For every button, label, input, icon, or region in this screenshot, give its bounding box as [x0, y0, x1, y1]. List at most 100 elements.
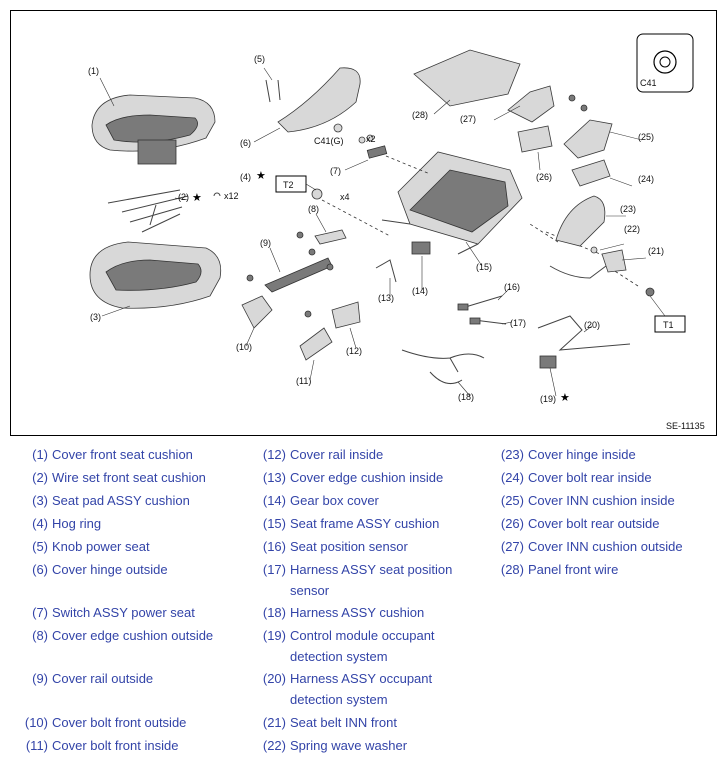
- callout-leaders: [99, 67, 647, 397]
- harness-assy-seat-position-sensor: [469, 317, 507, 325]
- legend-item: (3)Seat pad ASSY cushion: [32, 493, 190, 508]
- torque-t1: T1: [654, 315, 686, 333]
- clip-c41: [333, 123, 374, 144]
- callout-5: (5): [254, 54, 265, 64]
- callout-24: (24): [638, 174, 654, 184]
- callout-22: (22): [624, 224, 640, 234]
- cover-rail-inside: [331, 301, 361, 329]
- legend-item: (27)Cover INN cushion outside: [500, 539, 683, 554]
- callout-9: (9): [260, 238, 271, 248]
- legend-item: (26)Cover bolt rear outside: [500, 516, 660, 531]
- cover-inn-cushion-inside: [563, 119, 613, 159]
- star-mark-19: ★: [560, 392, 570, 404]
- cover-edge-cushion-outside: [314, 229, 347, 245]
- assembly-lines: [321, 155, 639, 287]
- hog-ring: [213, 192, 221, 197]
- seat-position-sensor: [457, 295, 503, 311]
- callout-17: (17): [510, 318, 526, 328]
- legend-item: (8)Cover edge cushion outside: [32, 628, 214, 643]
- callout-14: (14): [412, 286, 428, 296]
- inset-label: C41: [640, 78, 657, 88]
- legend-item: (22)Spring wave washer: [262, 738, 408, 753]
- seat-pad-assy-cushion: [89, 241, 222, 309]
- legend-item: (12)Cover rail inside: [262, 447, 384, 462]
- legend-item: (2)Wire set front seat cushion: [32, 470, 206, 485]
- wire-set-front-seat-cushion: [107, 189, 189, 233]
- figure-code: SE-11135: [666, 421, 705, 431]
- harness-assy-occupant-detection-system: [537, 315, 631, 351]
- callout-15: (15): [476, 262, 492, 272]
- callout-1: (1): [88, 66, 99, 76]
- legend-item: (19)Control module occupant detection sy…: [262, 628, 435, 664]
- clip-reference: C41(G): [314, 136, 344, 146]
- torque-t2: T2: [275, 175, 307, 193]
- cover-hinge-outside: [277, 67, 361, 133]
- legend-item: (28)Panel front wire: [500, 562, 619, 577]
- legend-item: (6)Cover hinge outside: [32, 562, 168, 577]
- cover-edge-cushion-inside: [375, 259, 397, 283]
- star-mark-2: ★: [192, 192, 202, 204]
- legend-item: (21)Seat belt INN front: [262, 715, 397, 730]
- callout-6: (6): [240, 138, 251, 148]
- legend-item: (9)Cover rail outside: [32, 671, 154, 686]
- legend-item: (20)Harness ASSY occupant detection syst…: [262, 671, 433, 707]
- bolts: [246, 188, 334, 318]
- qty-hog-ring: x12: [224, 191, 239, 201]
- callout-10: (10): [236, 342, 252, 352]
- svg-text:T2: T2: [283, 180, 294, 190]
- callout-28: (28): [412, 110, 428, 120]
- legend-item: (1)Cover front seat cushion: [32, 447, 193, 462]
- legend-item: (7)Switch ASSY power seat: [32, 605, 195, 620]
- legend-item: (4)Hog ring: [32, 516, 102, 531]
- seat-belt-inn-front: [549, 249, 627, 279]
- qty-clip: x2: [366, 134, 376, 144]
- callout-16: (16): [504, 282, 520, 292]
- callout-20: (20): [584, 320, 600, 330]
- cover-hinge-inside: [555, 195, 606, 247]
- legend-item: (14)Gear box cover: [262, 493, 379, 508]
- callout-25: (25): [638, 132, 654, 142]
- bolt-t1: [645, 287, 655, 297]
- harness-assy-cushion: [401, 349, 485, 385]
- legend-item: (17)Harness ASSY seat position sensor: [262, 562, 453, 598]
- bolt-rear-2: [580, 104, 588, 112]
- legend-item: (16)Seat position sensor: [262, 539, 408, 554]
- diagram-frame: [10, 10, 717, 436]
- callout-19: (19): [540, 394, 556, 404]
- switch-assy-power-seat: [366, 145, 388, 159]
- callout-7: (7): [330, 166, 341, 176]
- cover-front-seat-cushion: [91, 94, 216, 165]
- callout-12: (12): [346, 346, 362, 356]
- legend-item: (5)Knob power seat: [32, 539, 150, 554]
- panel-front-wire: [413, 49, 521, 107]
- legend-item: (25)Cover INN cushion inside: [500, 493, 675, 508]
- callout-13: (13): [378, 293, 394, 303]
- gear-box-cover: [411, 241, 431, 255]
- callout-2: (2): [178, 192, 189, 202]
- callout-26: (26): [536, 172, 552, 182]
- cover-bolt-rear-inside: [571, 159, 611, 187]
- callout-23: (23): [620, 204, 636, 214]
- callout-21: (21): [648, 246, 664, 256]
- legend-item: (10)Cover bolt front outside: [24, 715, 187, 730]
- callout-8: (8): [308, 204, 319, 214]
- cover-inn-cushion-outside: [507, 85, 555, 123]
- knob-power-seat: [265, 79, 281, 103]
- cover-bolt-front-outside: [241, 295, 273, 329]
- star-mark-4: ★: [256, 170, 266, 182]
- qty-bolt-t2: x4: [340, 192, 350, 202]
- inset-c41: C41: [636, 33, 694, 93]
- callout-3: (3): [90, 312, 101, 322]
- svg-text:T1: T1: [663, 320, 674, 330]
- exploded-parts-diagram: C41 T2 T1 (1) (2) ★ (3) (4) ★ x12 (5) (6…: [10, 10, 717, 436]
- legend-item: (13)Cover edge cushion inside: [262, 470, 444, 485]
- cover-bolt-front-inside: [299, 327, 333, 361]
- bolt-rear-1: [568, 94, 576, 102]
- spring-wave-washer: [590, 246, 598, 254]
- legend-item: (24)Cover bolt rear inside: [500, 470, 652, 485]
- cover-bolt-rear-outside: [517, 125, 553, 153]
- callout-27: (27): [460, 114, 476, 124]
- legend-item: (15)Seat frame ASSY cushion: [262, 516, 440, 531]
- callout-18: (18): [458, 392, 474, 402]
- legend-item: (11)Cover bolt front inside: [25, 738, 179, 753]
